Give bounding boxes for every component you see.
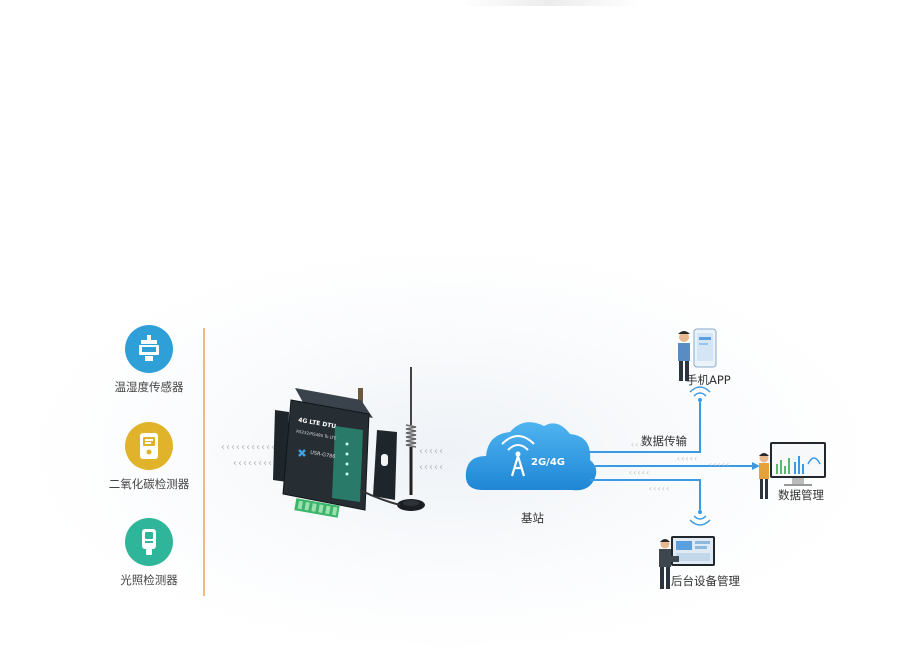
- top-decoration: [460, 0, 640, 6]
- endpoint-mobile-app: 手机APP: [686, 373, 731, 387]
- flow-arrows: ‹‹‹‹‹: [630, 440, 652, 449]
- co2-detector-icon: [125, 422, 173, 470]
- sensor-co2: 二氧化碳检测器: [94, 422, 204, 492]
- sensor-label: 光照检测器: [120, 573, 178, 587]
- data-management-figure: [759, 442, 826, 499]
- flow-arrows: ‹‹‹‹‹‹‹‹‹‹‹‹‹‹: [232, 458, 303, 469]
- thermo-hygrometer-icon: [125, 325, 173, 373]
- cloud-caption: 基站: [521, 511, 544, 525]
- flow-arrows: ‹‹‹‹‹: [708, 460, 730, 469]
- wifi-icon: [689, 386, 711, 526]
- flow-arrows: ‹‹‹‹‹: [628, 468, 650, 477]
- sensor-label: 二氧化碳检测器: [108, 477, 190, 491]
- sensor-divider: [203, 328, 205, 596]
- mobile-user-figure: [678, 328, 717, 381]
- sensor-label: 温湿度传感器: [114, 380, 184, 394]
- flow-arrows: ‹‹‹‹‹: [676, 454, 698, 463]
- flow-arrows: ‹‹‹‹‹: [648, 484, 670, 493]
- flow-arrows: ‹‹‹‹‹‹‹‹‹‹‹‹‹‹: [220, 442, 291, 453]
- sensor-light: 光照检测器: [94, 518, 204, 588]
- network-label: 2G/4G: [531, 457, 565, 468]
- backend-user-figure: [659, 536, 715, 589]
- antenna: [397, 367, 425, 511]
- sensor-temperature-humidity: 温湿度传感器: [94, 325, 204, 395]
- flow-arrows: ‹‹‹‹‹: [418, 462, 444, 473]
- endpoint-data-management: 数据管理: [778, 488, 824, 502]
- cloud-base-station: [465, 422, 597, 491]
- data-transfer-label: 数据传输: [641, 434, 687, 448]
- endpoint-backend-management: 后台设备管理: [671, 574, 740, 588]
- dtu-device: [273, 388, 397, 518]
- light-meter-icon: [125, 518, 173, 566]
- antenna-connector: [358, 388, 363, 410]
- flow-arrows: ‹‹‹‹‹: [418, 446, 444, 457]
- antenna-cable: [359, 489, 401, 506]
